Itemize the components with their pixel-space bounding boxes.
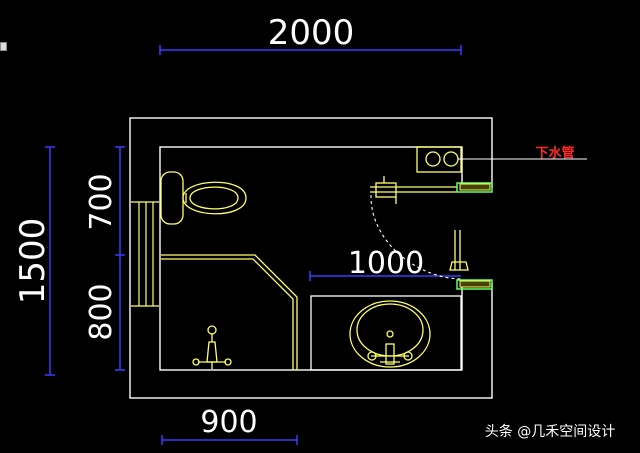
- dim-text-top: 2000: [268, 13, 355, 53]
- dim-text-left-lower: 800: [84, 283, 119, 340]
- wash-basin-icon: [349, 300, 431, 368]
- shower-faucet-icon: [192, 325, 232, 369]
- drain-pipe-icon: [416, 146, 462, 173]
- watermark-text: 头条 @几禾空间设计: [485, 423, 615, 440]
- left-door-opening: [131, 201, 159, 307]
- dim-text-left-upper: 700: [84, 173, 119, 230]
- towel-rail-icon: [370, 176, 469, 271]
- drain-pipe-label: 下水管: [535, 145, 574, 161]
- door-panels: [456, 182, 493, 290]
- dim-text-left-total: 1500: [13, 218, 53, 305]
- right-door-opening: [461, 188, 493, 283]
- dim-text-bottom: 900: [200, 405, 257, 440]
- window-corner-icon: [0, 42, 7, 51]
- toilet-icon: [160, 171, 247, 225]
- dimension-lines: [45, 45, 463, 445]
- vanity-counter: [310, 295, 462, 371]
- door-swing-arc: [370, 194, 462, 280]
- dim-text-interior: 1000: [348, 246, 424, 281]
- shower-enclosure: [161, 254, 298, 370]
